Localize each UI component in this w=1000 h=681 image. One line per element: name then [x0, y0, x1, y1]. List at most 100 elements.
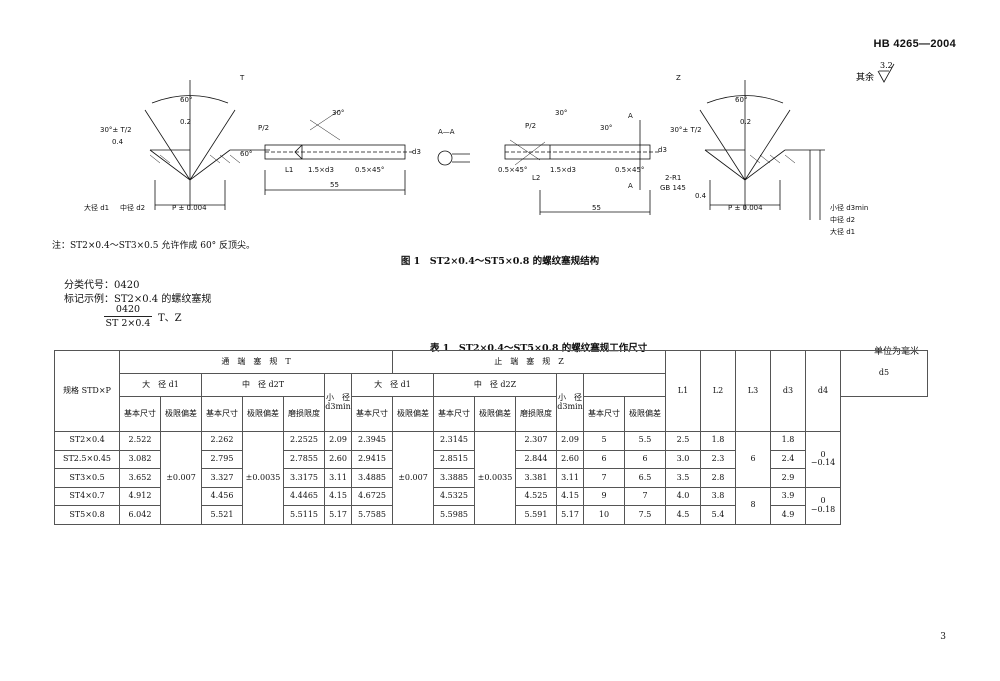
- tol-02-t: 0.2: [180, 118, 191, 126]
- p-half-z: P/2: [525, 122, 536, 130]
- col-z-minor: 小 径 d3min: [556, 373, 584, 432]
- marking-fraction: 0420 ST 2×0.4: [104, 304, 152, 329]
- cell-t-d3: 5.17: [324, 505, 352, 525]
- mid-d-z: 中径 d2: [830, 215, 855, 224]
- cell-z-d1: 2.3945: [351, 431, 393, 451]
- len-t: 1.5×d3: [308, 166, 334, 174]
- col-z-major: 大 径 d1: [351, 373, 434, 397]
- mid-d-t: 中径 d2: [120, 203, 145, 212]
- cell-t-d1: 3.652: [119, 468, 161, 488]
- arrow-a-bottom: A: [628, 182, 633, 190]
- cell-z-wear: 3.381: [515, 468, 557, 488]
- cell-t-d1: 2.522: [119, 431, 161, 451]
- cell-z-wear: 4.525: [515, 486, 557, 507]
- col-d3: d3: [770, 350, 806, 432]
- col-t-d2-limit: 极限偏差: [242, 396, 284, 432]
- cell-spec: ST4×0.7: [54, 486, 120, 507]
- col-z-wear: 磨损限度: [515, 396, 557, 432]
- gauge-drawing: T 60° 30°± T/2 0.4 0.2 P ± 0.004 大径 d1 中…: [84, 74, 868, 236]
- cell-z-d3: 2.09: [556, 431, 584, 451]
- figure-note: 注：ST2×0.4～ST3×0.5 允许作成 60° 反顶尖。: [52, 241, 256, 251]
- angle-60-t: 60°: [180, 96, 192, 104]
- col-t-major: 大 径 d1: [119, 373, 202, 397]
- len-z: 1.5×d3: [550, 166, 576, 174]
- cell-z-wear: 2.307: [515, 431, 557, 451]
- cell-spec: ST2.5×0.45: [54, 449, 120, 470]
- arrow-a-top: A: [628, 112, 633, 120]
- col-z-pitch: 中 径 d2Z: [433, 373, 557, 397]
- dimension-table: 规格 STD×P 通 端 塞 规 T 止 端 塞 规 Z L1 L2 L3 d3…: [54, 350, 928, 525]
- col-z-d2-basic: 基本尺寸: [433, 396, 475, 432]
- cell-z-d2: 4.5325: [433, 486, 475, 507]
- pitch-tol-z: P ± 0.004: [728, 204, 763, 212]
- cell-t-wear: 2.7855: [283, 449, 325, 470]
- cell-t-d2: 2.795: [201, 449, 243, 470]
- standard-number: HB 4265—2004: [873, 38, 956, 50]
- cell-L1: 6: [583, 449, 625, 470]
- cell-t-wear: 3.3175: [283, 468, 325, 488]
- angle-30-z3: 30°± T/2: [670, 126, 702, 134]
- cell-spec: ST3×0.5: [54, 468, 120, 488]
- cell-z-wear: 5.591: [515, 505, 557, 525]
- fraction-denominator: ST 2×0.4: [105, 318, 151, 329]
- cell-z-d2: 2.3145: [433, 431, 475, 451]
- l2-z: L2: [532, 174, 540, 182]
- col-d5-limit: 极限偏差: [624, 396, 666, 432]
- tol-04-t: 0.4: [112, 138, 124, 146]
- cell-t-d1: 4.912: [119, 486, 161, 507]
- col-t-d1-basic: 基本尺寸: [119, 396, 161, 432]
- cell-d4: 8: [735, 486, 771, 525]
- cell-d3: 3.8: [700, 486, 736, 507]
- table-row: ST4×0.7 4.912 4.456 4.4465 4.15 4.6725 4…: [54, 486, 928, 525]
- col-z-d2-limit: 极限偏差: [474, 396, 516, 432]
- label-z: Z: [676, 74, 681, 82]
- section-label: A—A: [438, 128, 455, 136]
- cell-L2: 5.5: [624, 431, 666, 451]
- cell-d4: 6: [735, 431, 771, 488]
- col-t-wear: 磨损限度: [283, 396, 325, 432]
- table-row: ST2×0.4 2.522 ±0.007 2.262 ±0.0035 2.252…: [54, 431, 928, 525]
- angle-30-z2: 30°: [600, 124, 612, 132]
- col-t-d2-basic: 基本尺寸: [201, 396, 243, 432]
- col-t-pitch: 中 径 d2T: [201, 373, 325, 397]
- cell-z-d1: 4.6725: [351, 486, 393, 507]
- cell-t-d2: 3.327: [201, 468, 243, 488]
- cell-spec: ST5×0.8: [54, 505, 120, 525]
- angle-30-body-t: 30°: [332, 109, 344, 117]
- cell-z-d2: 2.8515: [433, 449, 475, 470]
- cell-L2: 6.5: [624, 468, 666, 488]
- cell-L1: 5: [583, 431, 625, 451]
- cell-t-wear: 5.5115: [283, 505, 325, 525]
- d5-dev-top: 0: [820, 496, 826, 506]
- col-go-gauge: 通 端 塞 规 T: [119, 350, 393, 374]
- col-spec: 规格 STD×P: [54, 350, 120, 432]
- cell-L1: 9: [583, 486, 625, 507]
- cell-z-d2: 3.3885: [433, 468, 475, 488]
- cell-t-d1: 3.082: [119, 449, 161, 470]
- col-d5: d5: [840, 350, 928, 397]
- table-row: ST3×0.5 3.652 3.327 3.3175 3.11 3.4885 3…: [54, 468, 928, 488]
- gb-z: GB 145: [660, 184, 686, 192]
- cell-z-d2: 5.5985: [433, 505, 475, 525]
- col-d5-basic: 基本尺寸: [583, 396, 625, 432]
- big-d-z: 大径 d1: [830, 227, 855, 236]
- cell-L3: 2.5: [665, 431, 701, 451]
- marking-example: 标记示例：ST2×0.4 的螺纹塞规: [64, 294, 212, 305]
- cell-t-wear: 4.4465: [283, 486, 325, 507]
- cell-d5: 2.9: [770, 468, 806, 488]
- d5-dev-top: 0: [820, 449, 826, 459]
- col-L3: L3: [735, 350, 771, 432]
- cell-z-d1: 2.9415: [351, 449, 393, 470]
- col-nogo-gauge: 止 端 塞 规 Z: [392, 350, 666, 374]
- chamfer-z2: 0.5×45°: [615, 166, 644, 174]
- cell-t-d1: 6.042: [119, 505, 161, 525]
- cell-d3: 2.3: [700, 449, 736, 470]
- col-z-d1-limit: 极限偏差: [392, 396, 434, 432]
- cell-d5: 2.4: [770, 449, 806, 470]
- cell-z-d1: 5.7585: [351, 505, 393, 525]
- cell-t-d2-dev: ±0.0035: [242, 431, 284, 525]
- col-t-minor: 小 径 d3min: [324, 373, 352, 432]
- figure-caption: 图 1 ST2×0.4～ST5×0.8 的螺纹塞规结构: [400, 256, 600, 267]
- gauge-body-t: [264, 109, 415, 195]
- roughness-label: 其余: [856, 71, 874, 83]
